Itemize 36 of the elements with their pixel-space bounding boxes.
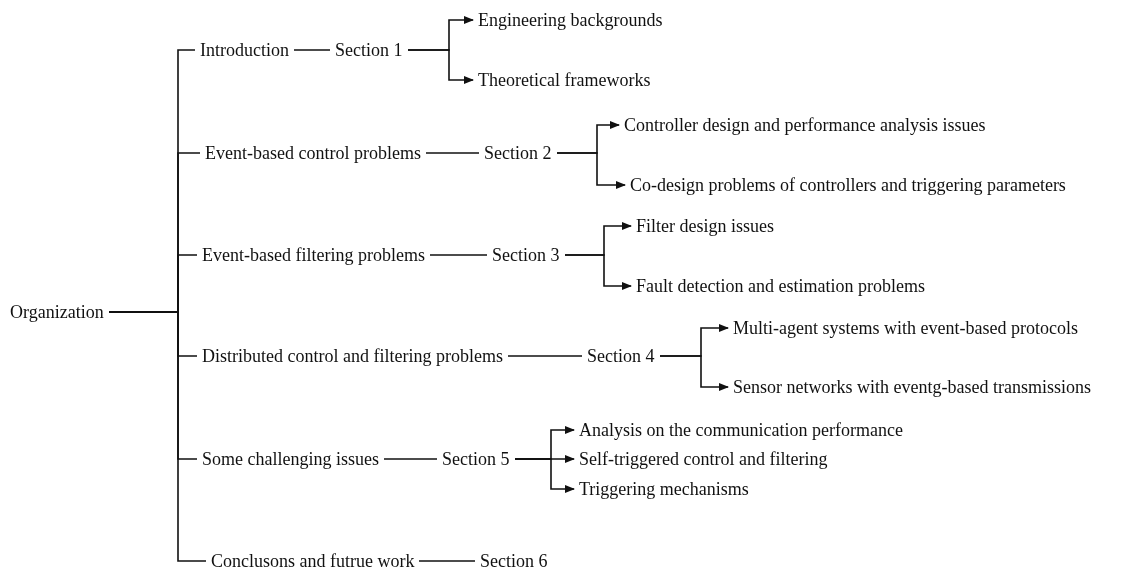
node-label: Section 5: [437, 448, 515, 470]
node-label: Fault detection and estimation problems: [631, 275, 930, 297]
node-label: Triggering mechanisms: [574, 478, 754, 500]
node-label: Event-based filtering problems: [197, 244, 430, 266]
node-label: Controller design and performance analysis issues: [619, 114, 991, 136]
node-label: Co-design problems of controllers and triggering parameters: [625, 174, 1071, 196]
connector-line: [425, 152, 480, 154]
node-label: Multi-agent systems with event-based protocols: [728, 317, 1083, 339]
connector-line: [108, 311, 207, 562]
node-label: Introduction: [195, 39, 294, 61]
node-label: Section 2: [479, 142, 557, 164]
node-label: Analysis on the communication performance: [574, 419, 908, 441]
connector-line: [293, 49, 331, 51]
node-label: Section 6: [475, 550, 553, 570]
node-label: Section 4: [582, 345, 660, 367]
node-label: Section 1: [330, 39, 408, 61]
node-label: Event-based control problems: [200, 142, 426, 164]
node-label: Section 3: [487, 244, 565, 266]
node-label: Conclusons and futrue work: [206, 550, 420, 570]
node-label: Filter design issues: [631, 215, 779, 237]
arrow: [659, 355, 729, 391]
node-label: Theoretical frameworks: [473, 69, 656, 91]
connector-line: [429, 254, 488, 256]
connector-line: [507, 355, 583, 357]
connector-line: [383, 458, 438, 460]
connector-line: [418, 560, 476, 562]
node-label: Distributed control and filtering problems: [197, 345, 508, 367]
node-label: Sensor networks with eventg-based transmissions: [728, 376, 1096, 398]
arrow: [564, 254, 632, 290]
node-label: Some challenging issues: [197, 448, 384, 470]
arrow: [556, 152, 626, 189]
node-label: Organization: [5, 301, 109, 323]
arrow: [407, 49, 474, 84]
node-label: Self-triggered control and filtering: [574, 448, 833, 470]
node-label: Engineering backgrounds: [473, 9, 668, 31]
arrow: [514, 458, 575, 493]
